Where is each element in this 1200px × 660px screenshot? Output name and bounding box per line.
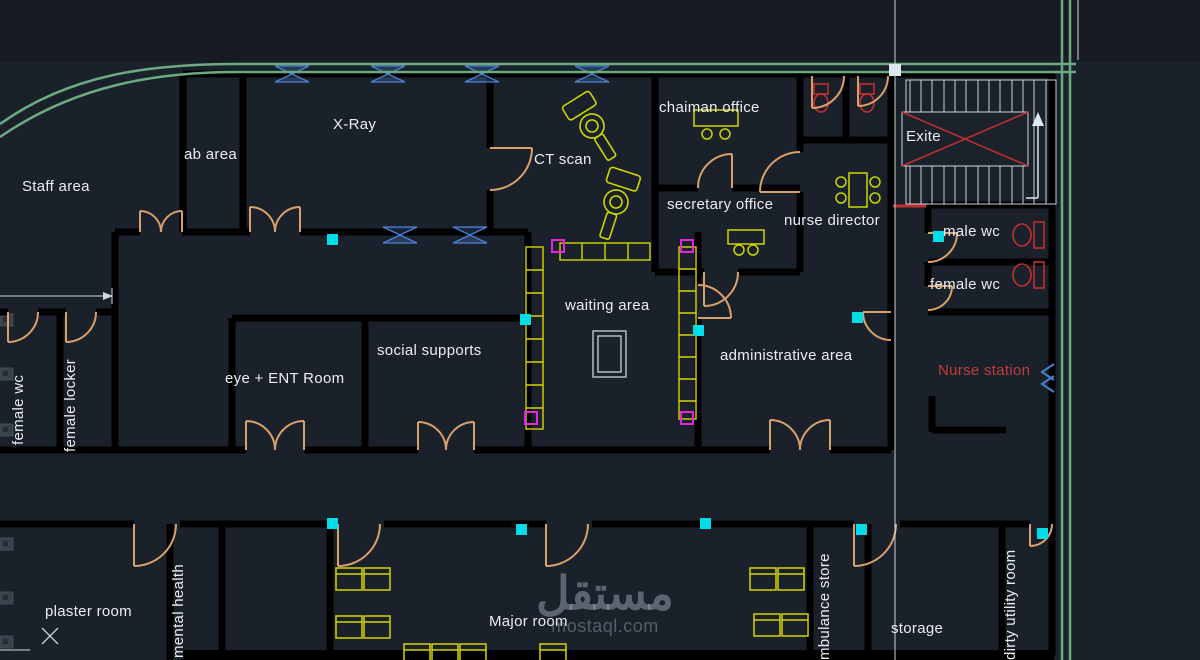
green-road-lines xyxy=(0,0,1076,660)
magenta-markers xyxy=(524,239,694,425)
chairman-desk-icon xyxy=(693,109,739,140)
bed-icons xyxy=(335,567,809,660)
room-label-female-wc-left: female wc xyxy=(10,374,27,445)
red-fixtures xyxy=(813,83,1045,289)
wc-fixture-icon xyxy=(1012,261,1045,289)
room-label-social-supports: social supports xyxy=(377,342,482,359)
exit-box xyxy=(901,111,1029,167)
watermark-arabic: مستقل xyxy=(536,567,674,619)
cyan-markers xyxy=(327,231,1048,539)
room-label-ambulance-store: mbulance store xyxy=(816,553,833,660)
room-label-secretary-office: secretary office xyxy=(667,196,774,213)
window-icon xyxy=(574,65,610,83)
room-label-plaster-room: plaster room xyxy=(45,603,132,620)
room-label-storage: storage xyxy=(891,620,944,637)
room-label-chairman-office: chaiman office xyxy=(659,99,760,116)
window-icon xyxy=(452,226,488,244)
window-icon xyxy=(382,226,418,244)
toilet-icon xyxy=(859,83,875,113)
red-cross-icon xyxy=(901,111,1029,167)
watermark-domain: mostaql.com xyxy=(551,616,659,636)
ct-scanner-icon xyxy=(599,166,642,240)
window-symbols xyxy=(274,65,610,244)
room-label-major-room: Major room xyxy=(489,613,568,630)
dimension-line xyxy=(0,288,113,651)
room-label-female-wc-right: female wc xyxy=(930,276,1001,293)
room-label-dirty-utility-room: dirty utility room xyxy=(1002,549,1019,660)
room-label-staff-area: Staff area xyxy=(22,178,90,195)
top-dark-band xyxy=(0,0,1200,62)
room-label-mental-health: mental health xyxy=(170,564,187,658)
bottom-wall-band xyxy=(183,650,1054,660)
node-marker xyxy=(889,64,901,76)
section-lines xyxy=(894,0,1079,660)
room-label-female-locker: female locker xyxy=(62,358,79,452)
ct-scanner-icon xyxy=(561,90,617,161)
nurse-director-desk-icon xyxy=(835,172,881,208)
up-arrow-icon xyxy=(1026,112,1044,199)
chevron-markers-icon xyxy=(1040,363,1055,393)
room-label-administrative-area: administrative area xyxy=(720,347,853,364)
outlet-symbols xyxy=(0,313,14,649)
window-icon xyxy=(274,65,310,83)
walls xyxy=(0,70,1056,660)
room-label-nurse-director: nurse director xyxy=(784,212,880,229)
wc-fixture-icon xyxy=(1012,221,1045,249)
window-icon xyxy=(370,65,406,83)
cross-mark-icon xyxy=(41,627,59,645)
waiting-table-icon xyxy=(592,330,627,378)
secretary-desk-icon xyxy=(727,229,765,256)
room-label-xray: X-Ray xyxy=(333,116,377,133)
room-label-nurse-station: Nurse station xyxy=(938,362,1031,379)
room-label-waiting-area: waiting area xyxy=(565,297,650,314)
waiting-benches xyxy=(525,242,697,430)
room-label-eye-ent-room: eye + ENT Room xyxy=(225,370,345,387)
room-label-lab-area: ab area xyxy=(184,146,237,163)
room-label-male-wc: male wc xyxy=(943,223,1001,240)
room-label-ct-scan: CT scan xyxy=(534,151,592,168)
room-label-exit: Exite xyxy=(906,128,941,145)
window-icon xyxy=(464,65,500,83)
